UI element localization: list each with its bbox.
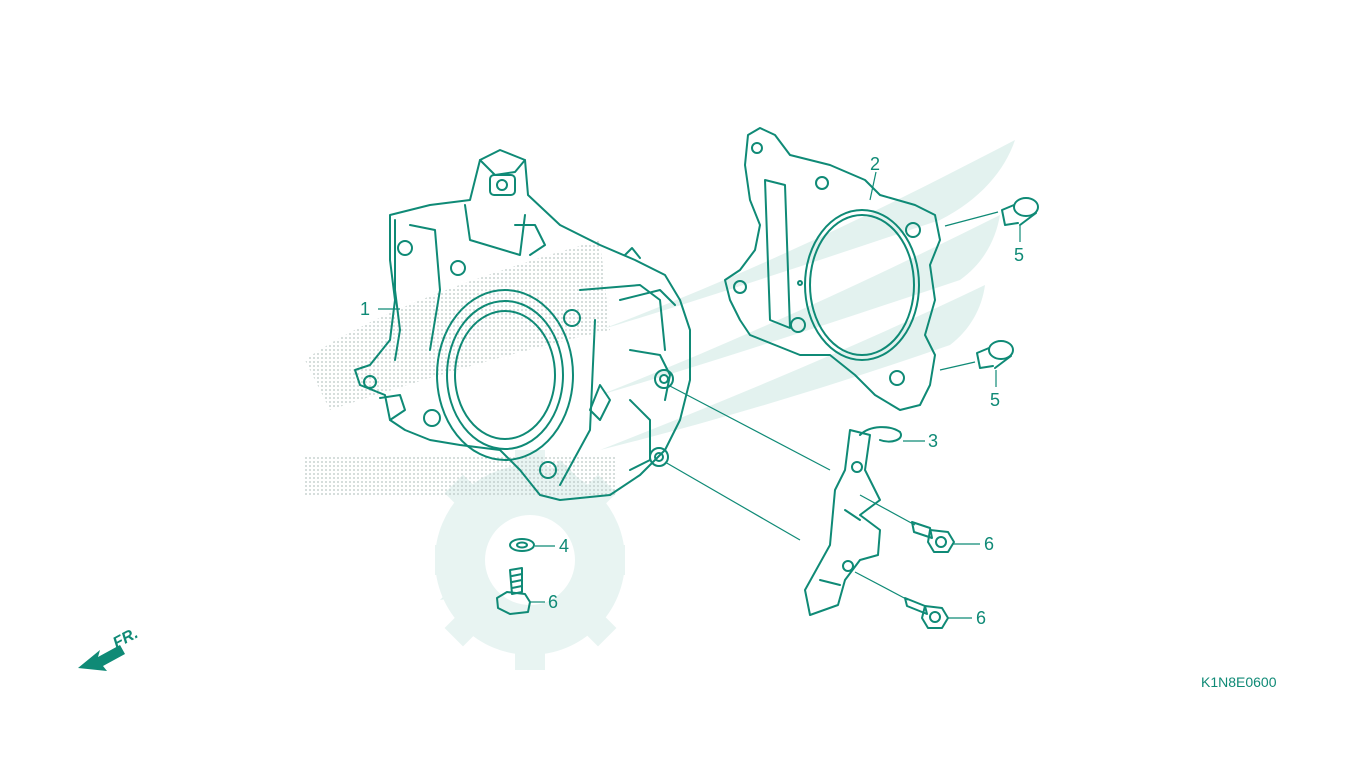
assembly-line-bolt-lower (854, 571, 909, 601)
bolt-upper-right-part-icon[interactable] (911, 521, 955, 553)
dowel-upper-part-icon[interactable] (1001, 197, 1039, 226)
bolt-lower-right-part-icon[interactable] (904, 597, 949, 629)
dowel-lower-part-icon[interactable] (976, 340, 1014, 369)
washer-part-icon[interactable] (509, 538, 535, 552)
front-arrow-icon (78, 645, 125, 671)
leader-gasket (869, 171, 877, 201)
assembly-line-upper (667, 384, 831, 471)
callout-bracket[interactable]: 3 (928, 431, 939, 451)
callout-gasket[interactable]: 2 (870, 154, 881, 174)
cylinder-part-icon[interactable] (354, 149, 691, 501)
callout-washer[interactable]: 4 (559, 536, 570, 556)
diagram-code: K1N8E0600 (1201, 674, 1277, 690)
callout-bolt-upper-right[interactable]: 6 (984, 534, 995, 554)
callout-dowel-lower[interactable]: 5 (990, 390, 1001, 410)
honda-wing-logo (305, 140, 1015, 670)
gasket-part-icon[interactable] (724, 127, 941, 411)
bolt-left-part-icon[interactable] (496, 567, 531, 615)
callout-bolt-lower-right[interactable]: 6 (976, 608, 987, 628)
leader-dowel-upper (944, 211, 999, 227)
watermark-dotted-emblem-icon (305, 240, 615, 495)
callout-cylinder[interactable]: 1 (360, 299, 371, 319)
leader-dowel-lower (939, 361, 976, 371)
callout-dowel-upper[interactable]: 5 (1014, 245, 1025, 265)
assembly-line-lower (664, 461, 801, 541)
bracket-part-icon[interactable] (804, 426, 902, 616)
assembly-line-bolt-upper (859, 494, 916, 526)
callout-bolt-left[interactable]: 6 (548, 592, 559, 612)
leader-lines (378, 171, 1021, 619)
